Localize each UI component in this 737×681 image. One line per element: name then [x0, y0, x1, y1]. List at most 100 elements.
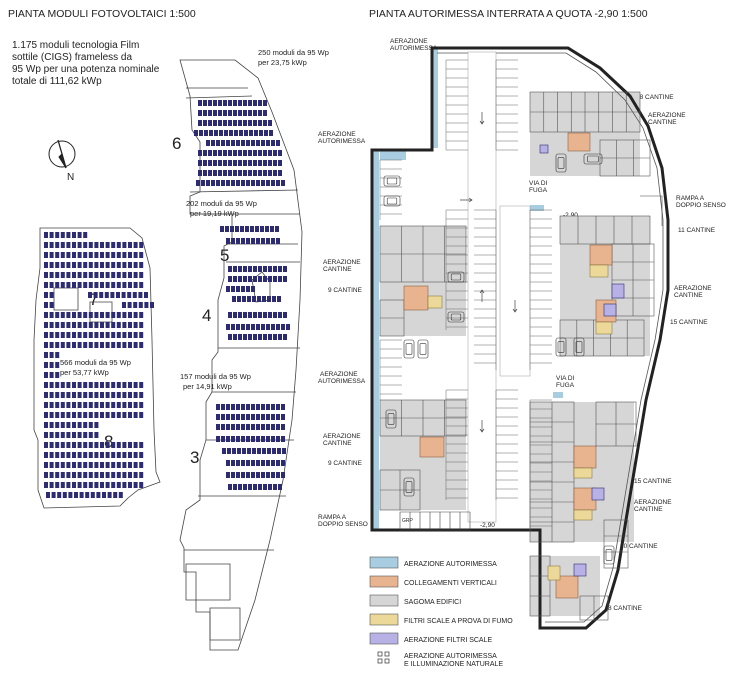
pv-module	[248, 120, 252, 126]
pv-module	[226, 436, 230, 442]
pv-module	[211, 180, 215, 186]
car-icon	[417, 339, 429, 359]
pv-module	[55, 242, 60, 248]
pv-module	[83, 272, 88, 278]
pv-module	[44, 262, 48, 268]
pv-module	[248, 276, 252, 282]
pv-module	[281, 460, 285, 466]
pv-module	[282, 448, 286, 454]
pv-module	[44, 332, 48, 338]
pv-module	[128, 322, 132, 328]
pv-module	[283, 312, 287, 318]
pv-module	[213, 100, 217, 106]
pv-module	[44, 472, 48, 478]
pv-module	[223, 100, 227, 106]
pv-module	[60, 482, 65, 488]
compass-icon	[48, 139, 76, 169]
pv-module	[272, 448, 276, 454]
pv-module	[49, 452, 54, 458]
pv-module	[77, 272, 82, 278]
pv-module	[111, 382, 116, 388]
pv-module	[72, 442, 76, 448]
pv-module	[263, 170, 267, 176]
pv-module	[262, 296, 266, 302]
pv-module	[248, 110, 252, 116]
pv-module	[203, 110, 207, 116]
pv-module	[66, 462, 71, 468]
pv-module	[133, 322, 138, 328]
pv-module	[49, 482, 54, 488]
pv-module	[88, 272, 93, 278]
pv-module	[66, 442, 71, 448]
pv-module	[60, 342, 65, 348]
pv-module	[251, 404, 255, 410]
pv-module	[246, 460, 250, 466]
pv-module	[55, 472, 60, 478]
pv-module	[206, 180, 210, 186]
pv-module	[246, 140, 250, 146]
pv-module	[251, 140, 255, 146]
pv-module	[44, 342, 48, 348]
pv-module	[228, 484, 232, 490]
pv-module	[238, 266, 242, 272]
pv-module	[208, 120, 212, 126]
pv-module	[111, 472, 116, 478]
pv-module	[72, 342, 76, 348]
pv-module	[93, 292, 98, 298]
pv-module	[44, 242, 48, 248]
pv-module	[247, 448, 251, 454]
traffic-arrows	[460, 112, 518, 433]
pv-module	[60, 382, 65, 388]
pv-module	[276, 414, 280, 420]
pv-module	[231, 238, 235, 244]
pv-module	[236, 238, 240, 244]
pv-module	[122, 462, 127, 468]
pv-module	[66, 322, 71, 328]
pv-module	[100, 332, 104, 338]
pv-module	[77, 422, 82, 428]
pv-module	[261, 414, 265, 420]
pv-module	[122, 392, 127, 398]
pv-module	[248, 334, 252, 340]
pv-module	[100, 252, 104, 258]
pv-module	[94, 452, 99, 458]
pv-module	[139, 322, 144, 328]
pv-module	[60, 332, 65, 338]
pv-module	[245, 226, 249, 232]
car-roof	[419, 343, 427, 355]
pv-module	[72, 232, 76, 238]
pv-module	[246, 404, 250, 410]
car-roof	[387, 413, 395, 425]
pv-module	[94, 482, 99, 488]
pv-module	[44, 252, 48, 258]
pv-module	[237, 296, 241, 302]
pv-module	[248, 160, 252, 166]
pv-module	[241, 324, 245, 330]
pv-module	[133, 302, 138, 308]
pv-module	[256, 424, 260, 430]
pv-module	[226, 238, 230, 244]
pv-module	[228, 334, 232, 340]
building-number-3: 3	[190, 448, 200, 467]
pv-module	[231, 286, 235, 292]
pv-module	[233, 334, 237, 340]
car-roof	[557, 341, 565, 353]
pv-module	[226, 414, 230, 420]
pv-module	[261, 180, 265, 186]
pv-module	[266, 238, 270, 244]
pv-module	[268, 150, 272, 156]
pv-module	[271, 404, 275, 410]
pv-module	[283, 334, 287, 340]
pv-module	[238, 276, 242, 282]
pv-module	[276, 238, 280, 244]
pv-module	[72, 272, 76, 278]
pv-module	[253, 312, 257, 318]
pv-module	[77, 332, 82, 338]
label-via-fuga-bottom-2: FUGA	[556, 382, 575, 389]
pv-module	[72, 322, 76, 328]
pv-module	[88, 472, 93, 478]
pv-module	[77, 382, 82, 388]
pv-module	[133, 452, 138, 458]
car-roof	[587, 155, 599, 163]
pv-module	[83, 482, 88, 488]
